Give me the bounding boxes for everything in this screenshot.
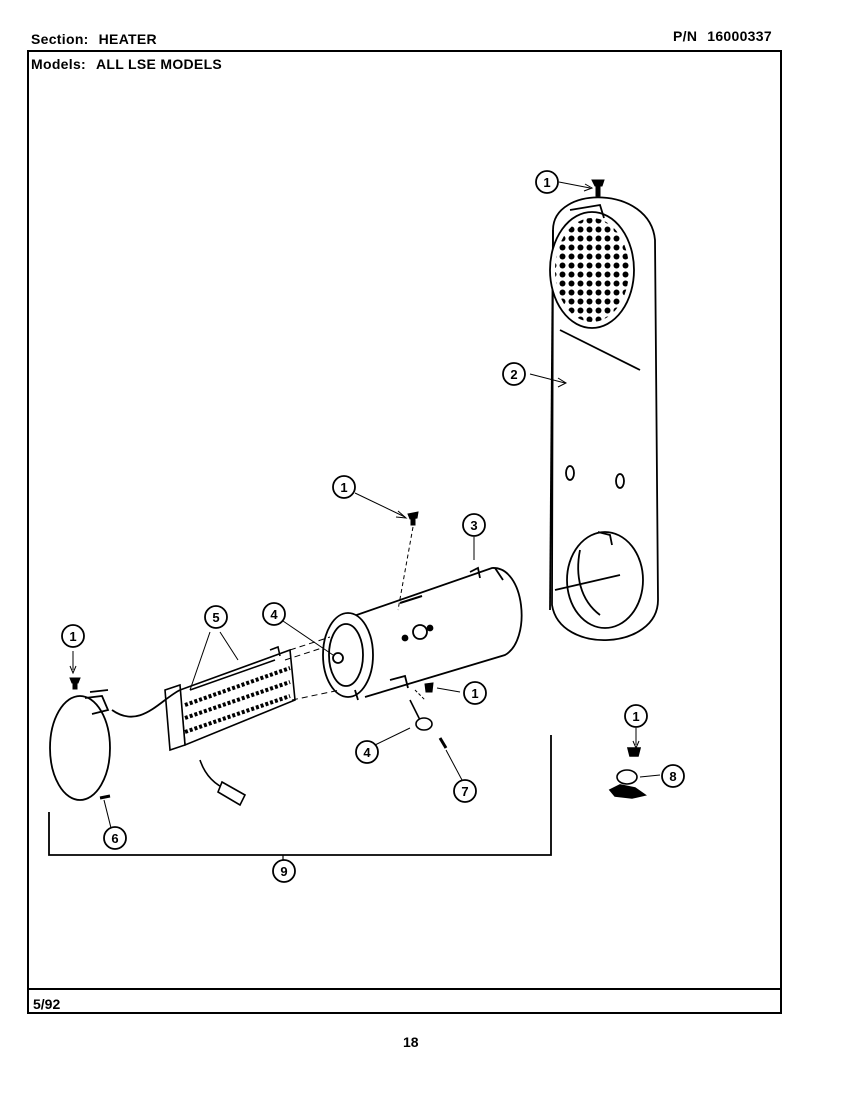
svg-text:8: 8: [669, 769, 676, 784]
callout-item-9: 9: [272, 859, 296, 883]
callout-item-1: 1: [624, 704, 648, 728]
page-number: 18: [403, 1034, 419, 1050]
callout-item-3: 3: [462, 513, 486, 537]
callout-item-1: 1: [535, 170, 559, 194]
screw-housing-top: [407, 511, 419, 526]
terminal-bottom: [409, 699, 448, 749]
assembly-bracket: [48, 735, 552, 856]
callout-item-4: 4: [262, 602, 286, 626]
models-heading: Models: ALL LSE MODELS: [31, 56, 222, 72]
screw-top-right: [591, 179, 605, 197]
section-label: Section:: [31, 31, 89, 47]
svg-text:5: 5: [212, 610, 219, 625]
footer-rule: [27, 988, 780, 990]
svg-text:9: 9: [280, 864, 287, 879]
section-value: HEATER: [98, 31, 157, 47]
svg-text:6: 6: [111, 831, 118, 846]
screw-housing-side: [424, 682, 434, 693]
svg-text:1: 1: [632, 709, 639, 724]
callout-item-7: 7: [453, 779, 477, 803]
svg-text:4: 4: [363, 745, 371, 760]
callout-item-4: 4: [355, 740, 379, 764]
part-number-value: 16000337: [707, 28, 772, 44]
svg-text:1: 1: [69, 629, 76, 644]
svg-text:7: 7: [461, 784, 468, 799]
leader-lines: [69, 181, 661, 829]
callout-item-1: 1: [463, 681, 487, 705]
callout-item-6: 6: [103, 826, 127, 850]
thermostat: [608, 747, 647, 799]
callout-item-1: 1: [61, 624, 85, 648]
callout-item-1: 1: [332, 475, 356, 499]
svg-text:3: 3: [470, 518, 477, 533]
svg-text:1: 1: [340, 480, 347, 495]
heater-element: [164, 645, 296, 807]
models-value: ALL LSE MODELS: [96, 56, 223, 72]
models-label: Models:: [31, 56, 86, 72]
section-heading: Section: HEATER: [31, 31, 157, 47]
part-number-label: P/N: [673, 28, 698, 44]
revision-date: 5/92: [33, 996, 61, 1012]
diagram-frame: [27, 50, 782, 1014]
svg-text:1: 1: [543, 175, 550, 190]
svg-text:1: 1: [471, 686, 478, 701]
part-number: P/N 16000337: [673, 28, 772, 44]
heater-housing: [322, 566, 523, 701]
heater-duct-cover: [549, 196, 659, 641]
callout-item-2: 2: [502, 362, 526, 386]
callout-item-5: 5: [204, 605, 228, 629]
screw-left: [69, 677, 81, 690]
frame-top-rule: [27, 50, 780, 52]
svg-text:2: 2: [510, 367, 517, 382]
callout-item-8: 8: [661, 764, 685, 788]
svg-text:4: 4: [270, 607, 278, 622]
round-cover: [49, 689, 181, 801]
